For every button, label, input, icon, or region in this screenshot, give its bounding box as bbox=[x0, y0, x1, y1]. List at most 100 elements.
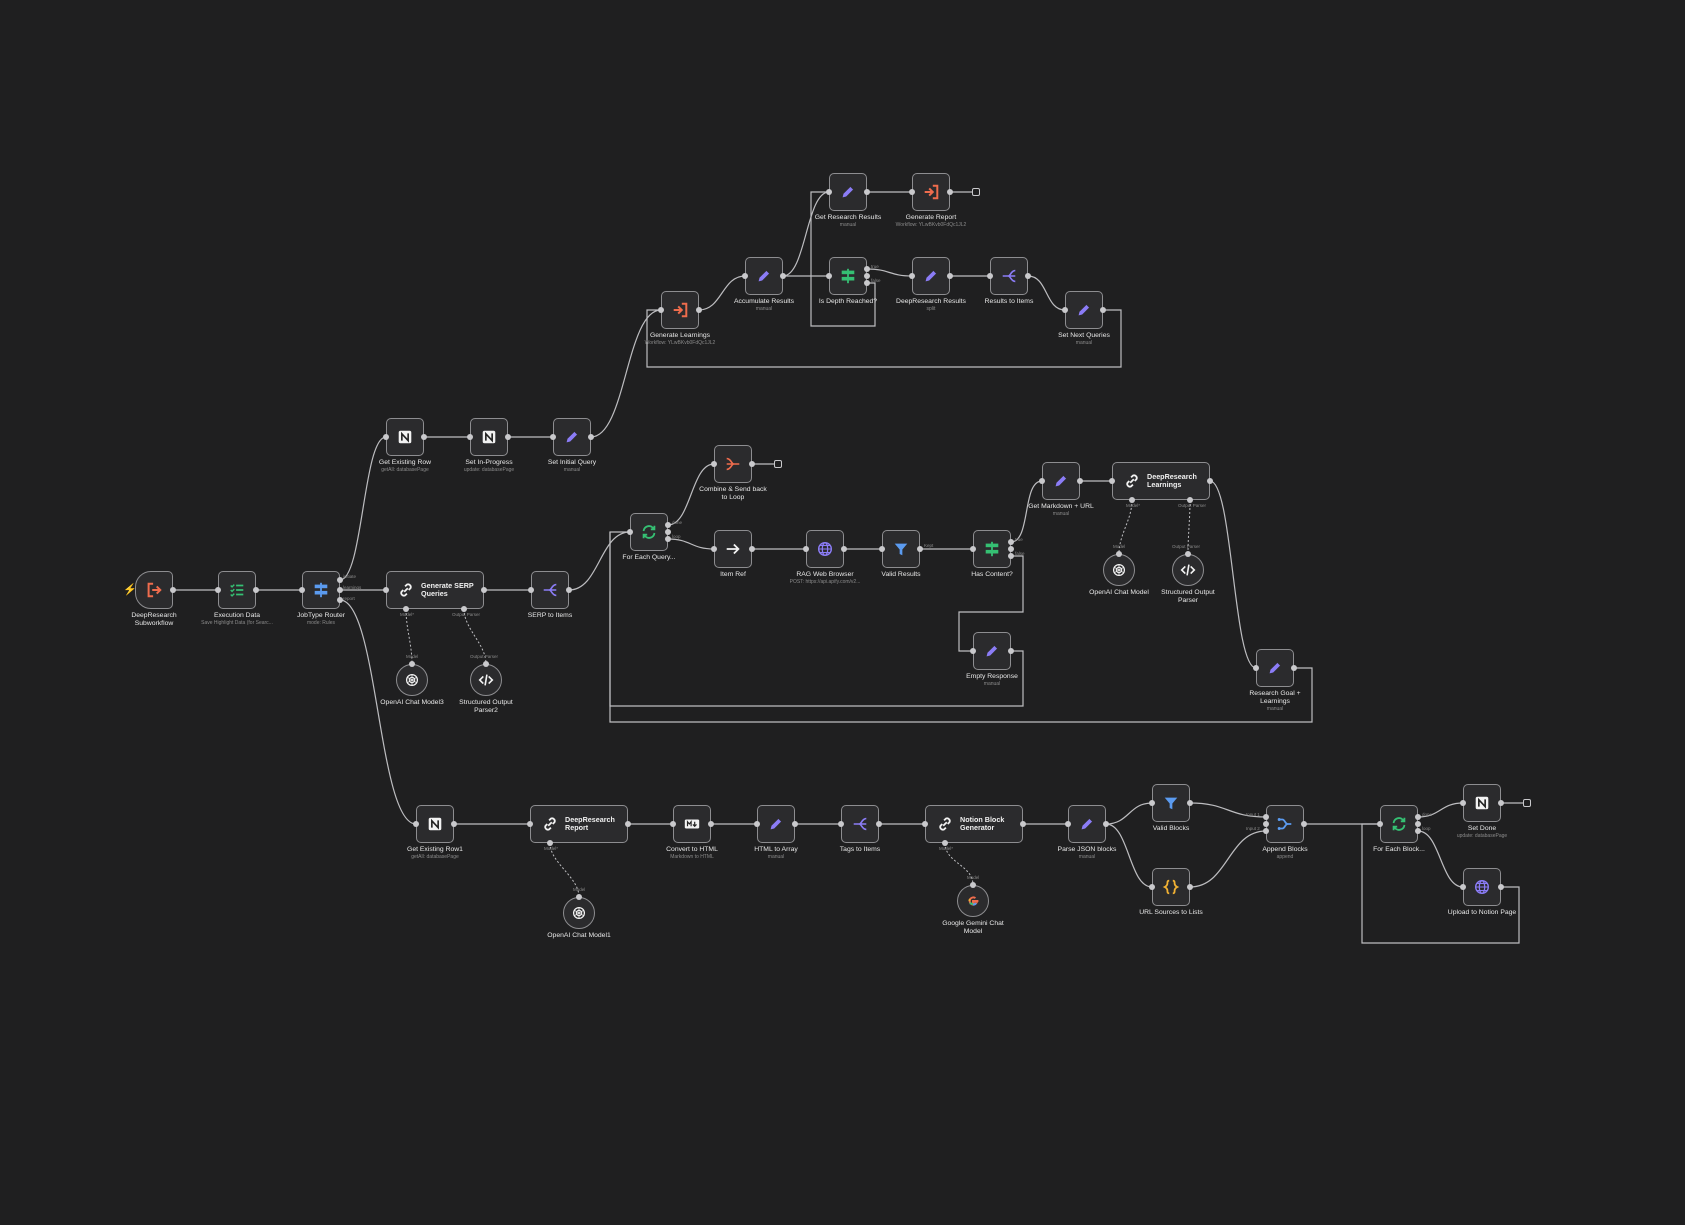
node-itemref[interactable] bbox=[714, 530, 752, 568]
connection-port[interactable] bbox=[922, 821, 928, 827]
connection-port[interactable] bbox=[970, 648, 976, 654]
connection-port[interactable] bbox=[826, 273, 832, 279]
connection-port[interactable] bbox=[1065, 821, 1071, 827]
connection-port[interactable] bbox=[1187, 800, 1193, 806]
connection-port[interactable] bbox=[970, 882, 976, 888]
connection-port[interactable] bbox=[1008, 546, 1014, 552]
node-res2items[interactable] bbox=[990, 257, 1028, 295]
connection-port[interactable] bbox=[909, 189, 915, 195]
add-node-plus-icon[interactable] bbox=[972, 188, 980, 196]
node-oai[interactable] bbox=[1103, 554, 1135, 586]
connection-port[interactable] bbox=[1149, 800, 1155, 806]
connection-port[interactable] bbox=[1263, 821, 1269, 827]
connection-port[interactable] bbox=[876, 821, 882, 827]
node-genlearn[interactable] bbox=[661, 291, 699, 329]
node-mdurl[interactable] bbox=[1042, 462, 1080, 500]
connection-port[interactable] bbox=[481, 587, 487, 593]
connection-port[interactable] bbox=[547, 840, 553, 846]
connection-port[interactable] bbox=[627, 529, 633, 535]
connection-port[interactable] bbox=[1129, 497, 1135, 503]
connection-port[interactable] bbox=[1460, 884, 1466, 890]
connection-port[interactable] bbox=[1185, 551, 1191, 557]
connection-port[interactable] bbox=[826, 189, 832, 195]
connection-port[interactable] bbox=[1109, 478, 1115, 484]
connection-port[interactable] bbox=[337, 597, 343, 603]
node-accum[interactable] bbox=[745, 257, 783, 295]
node-rag[interactable] bbox=[806, 530, 844, 568]
node-foreachb[interactable] bbox=[1380, 805, 1418, 843]
node-serpitems[interactable] bbox=[531, 571, 569, 609]
connection-port[interactable] bbox=[1498, 884, 1504, 890]
connection-port[interactable] bbox=[696, 307, 702, 313]
connection-port[interactable] bbox=[749, 546, 755, 552]
connection-port[interactable] bbox=[527, 821, 533, 827]
connection-port[interactable] bbox=[864, 273, 870, 279]
connection-port[interactable] bbox=[505, 434, 511, 440]
node-serpq[interactable]: Generate SERP Queries bbox=[386, 571, 484, 609]
connection-port[interactable] bbox=[841, 546, 847, 552]
connection-port[interactable] bbox=[1498, 800, 1504, 806]
connection-port[interactable] bbox=[917, 546, 923, 552]
connection-port[interactable] bbox=[576, 894, 582, 900]
node-goal[interactable] bbox=[1256, 649, 1294, 687]
connection-port[interactable] bbox=[1187, 497, 1193, 503]
connection-port[interactable] bbox=[942, 840, 948, 846]
connection-port[interactable] bbox=[1008, 539, 1014, 545]
connection-port[interactable] bbox=[947, 189, 953, 195]
connection-port[interactable] bbox=[625, 821, 631, 827]
node-append[interactable] bbox=[1266, 805, 1304, 843]
connection-port[interactable] bbox=[658, 307, 664, 313]
connection-port[interactable] bbox=[665, 522, 671, 528]
connection-port[interactable] bbox=[754, 821, 760, 827]
node-urlsrc[interactable] bbox=[1152, 868, 1190, 906]
connection-port[interactable] bbox=[1020, 821, 1026, 827]
connection-port[interactable] bbox=[1187, 884, 1193, 890]
connection-port[interactable] bbox=[1116, 551, 1122, 557]
connection-port[interactable] bbox=[337, 577, 343, 583]
node-html[interactable] bbox=[673, 805, 711, 843]
node-getrow[interactable] bbox=[386, 418, 424, 456]
connection-port[interactable] bbox=[1291, 665, 1297, 671]
connection-port[interactable] bbox=[413, 821, 419, 827]
node-drreport[interactable]: DeepResearch Report bbox=[530, 805, 628, 843]
node-notionblock[interactable]: Notion Block Generator bbox=[925, 805, 1023, 843]
connection-port[interactable] bbox=[421, 434, 427, 440]
node-router[interactable] bbox=[302, 571, 340, 609]
connection-port[interactable] bbox=[947, 273, 953, 279]
node-parser[interactable] bbox=[1172, 554, 1204, 586]
connection-port[interactable] bbox=[215, 587, 221, 593]
add-node-plus-icon[interactable] bbox=[1523, 799, 1531, 807]
connection-port[interactable] bbox=[1263, 814, 1269, 820]
node-deepres[interactable] bbox=[912, 257, 950, 295]
connection-port[interactable] bbox=[1301, 821, 1307, 827]
node-exec[interactable] bbox=[218, 571, 256, 609]
connection-port[interactable] bbox=[1025, 273, 1031, 279]
connection-port[interactable] bbox=[879, 546, 885, 552]
connection-port[interactable] bbox=[864, 189, 870, 195]
connection-port[interactable] bbox=[803, 546, 809, 552]
connection-port[interactable] bbox=[1207, 478, 1213, 484]
connection-port[interactable] bbox=[864, 280, 870, 286]
connection-port[interactable] bbox=[1460, 800, 1466, 806]
connection-port[interactable] bbox=[665, 529, 671, 535]
connection-port[interactable] bbox=[970, 546, 976, 552]
connection-port[interactable] bbox=[483, 661, 489, 667]
connection-port[interactable] bbox=[383, 434, 389, 440]
connection-port[interactable] bbox=[1077, 478, 1083, 484]
node-getres[interactable] bbox=[829, 173, 867, 211]
node-htmlarr[interactable] bbox=[757, 805, 795, 843]
connection-port[interactable] bbox=[403, 606, 409, 612]
connection-port[interactable] bbox=[1377, 821, 1383, 827]
node-oai3[interactable] bbox=[396, 664, 428, 696]
connection-port[interactable] bbox=[742, 273, 748, 279]
connection-port[interactable] bbox=[711, 546, 717, 552]
connection-port[interactable] bbox=[1415, 814, 1421, 820]
connection-port[interactable] bbox=[337, 587, 343, 593]
connection-port[interactable] bbox=[780, 273, 786, 279]
node-inprog[interactable] bbox=[470, 418, 508, 456]
node-nextq[interactable] bbox=[1065, 291, 1103, 329]
add-node-plus-icon[interactable] bbox=[774, 460, 782, 468]
node-validblocks[interactable] bbox=[1152, 784, 1190, 822]
connection-port[interactable] bbox=[1149, 884, 1155, 890]
connection-port[interactable] bbox=[170, 587, 176, 593]
